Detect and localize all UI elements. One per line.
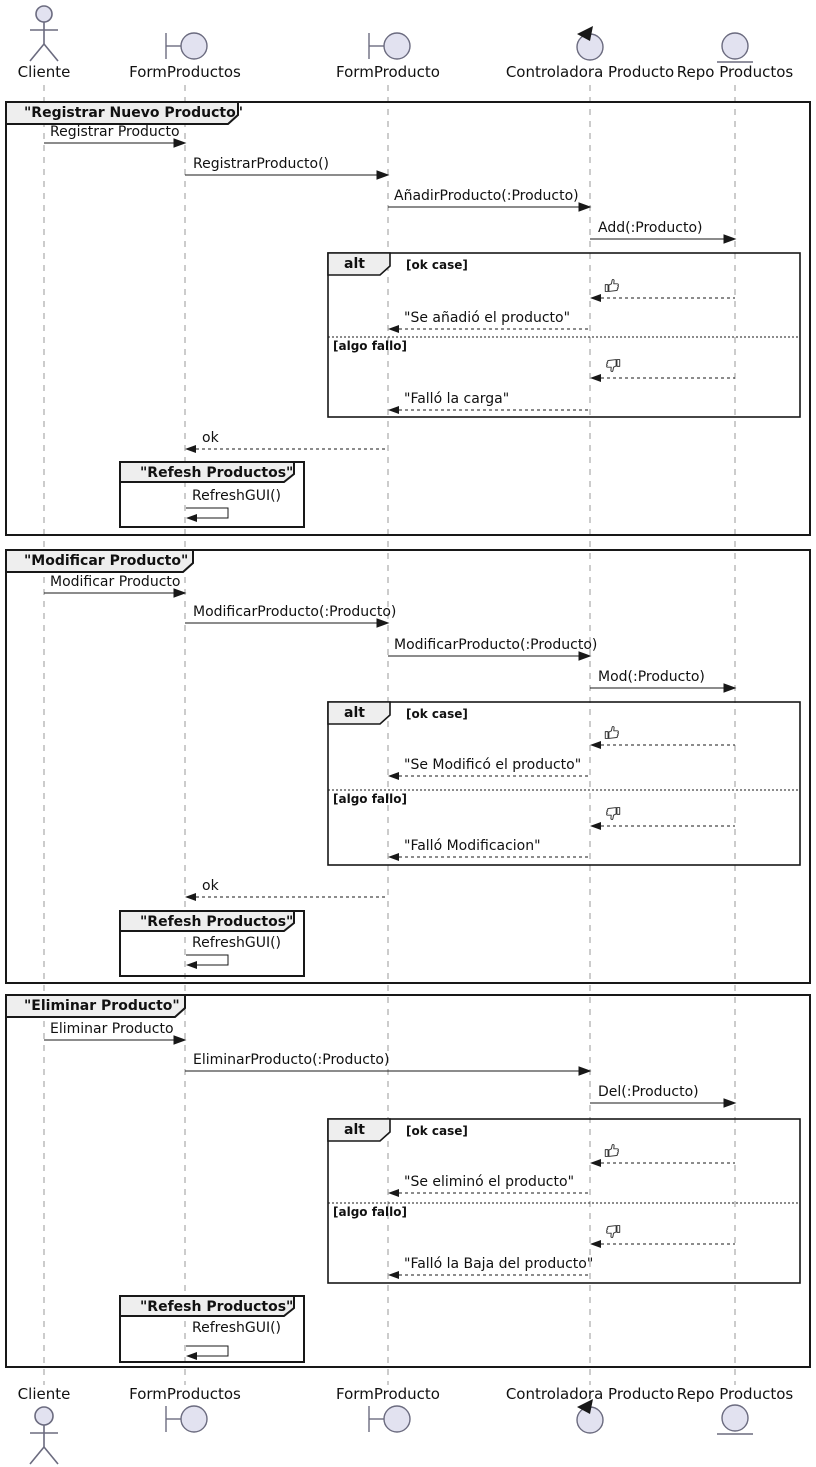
participant-label-repo-top: Repo Productos [676,63,794,81]
actor-icon-bottom [29,1406,59,1465]
refresh-frame-pentagons [119,461,295,1317]
message-label: RefreshGUI() [192,935,282,951]
participant-label-cliente-top: Cliente [17,63,71,81]
message-label: EliminarProducto(:Producto) [193,1052,390,1068]
dashed-reply-arrows [185,294,735,1279]
boundary-icon-formproductos-bottom [165,1405,208,1433]
alt-condition-fail: [algo fallo] [333,792,407,806]
entity-icon-repo-top [717,32,753,63]
refresh-frame-title: "Refesh Productos" [140,914,294,930]
message-label: RefreshGUI() [192,1320,282,1336]
solid-message-arrows [44,138,737,1108]
frame-title-eliminar: "Eliminar Producto" [24,998,180,1014]
message-label: RefreshGUI() [192,488,282,504]
alt-dividers [328,336,800,1204]
control-icon-controladora-top [576,26,604,61]
alt-keyword: alt [344,256,365,272]
frame-title-pentagons [5,101,239,1018]
message-label: RegistrarProducto() [193,156,330,172]
message-label: AñadirProducto(:Producto) [394,188,579,204]
alt-pentagons [327,252,391,1142]
frame-title-registrar: "Registrar Nuevo Producto" [24,105,244,121]
alt-condition-ok: [ok case] [406,258,468,272]
frame-title-modificar: "Modificar Producto" [24,553,189,569]
message-label: ModificarProducto(:Producto) [394,637,598,653]
self-message-loops [186,507,229,1360]
message-label: Registrar Producto [50,124,180,140]
alt-condition-ok: [ok case] [406,707,468,721]
entity-icon-repo-bottom [717,1404,753,1435]
participant-label-formproductos-top: FormProductos [129,63,241,81]
control-icon-controladora-bottom [576,1399,604,1434]
alt-keyword: alt [344,1122,365,1138]
participant-label-repo-bottom: Repo Productos [676,1385,794,1403]
frame-borders [5,101,811,1368]
thumbs-up-icon [604,1144,619,1157]
thumbs-down-icon [606,359,621,372]
message-label: Del(:Producto) [598,1084,699,1100]
participant-label-controladora-top: Controladora Producto [505,63,675,81]
message-label: "Se eliminó el producto" [404,1174,575,1190]
thumbs-up-icon [604,279,619,292]
message-label: "Falló Modificacion" [404,838,541,854]
refresh-frame-title: "Refesh Productos" [140,1299,294,1315]
alt-condition-fail: [algo fallo] [333,1205,407,1219]
message-label: "Falló la Baja del producto" [404,1256,594,1272]
message-label: "Falló la carga" [404,391,510,407]
message-label: "Se añadió el producto" [404,310,571,326]
message-label: Add(:Producto) [598,220,703,236]
message-label: ModificarProducto(:Producto) [193,604,397,620]
participant-label-formproducto-bottom: FormProducto [336,1385,440,1403]
participant-label-formproducto-top: FormProducto [336,63,440,81]
boundary-icon-formproductos-top [165,32,208,60]
message-label: Mod(:Producto) [598,669,705,685]
thumbs-down-icon [606,807,621,820]
alt-condition-ok: [ok case] [406,1124,468,1138]
boundary-icon-formproducto-bottom [368,1405,411,1433]
message-label: ok [202,878,219,894]
message-label: Modificar Producto [50,574,181,590]
message-label: "Se Modificó el producto" [404,757,582,773]
alt-keyword: alt [344,705,365,721]
participant-label-controladora-bottom: Controladora Producto [505,1385,675,1403]
thumbs-down-icon [606,1225,621,1238]
thumbs-up-icon [604,726,619,739]
actor-icon-top [29,5,59,62]
alt-condition-fail: [algo fallo] [333,339,407,353]
participant-label-formproductos-bottom: FormProductos [129,1385,241,1403]
boundary-icon-formproducto-top [368,32,411,60]
refresh-frame-title: "Refesh Productos" [140,465,294,481]
alt-borders [327,252,801,1284]
message-label: Eliminar Producto [50,1021,174,1037]
message-label: ok [202,430,219,446]
participant-label-cliente-bottom: Cliente [17,1385,71,1403]
lifelines [43,85,736,1385]
